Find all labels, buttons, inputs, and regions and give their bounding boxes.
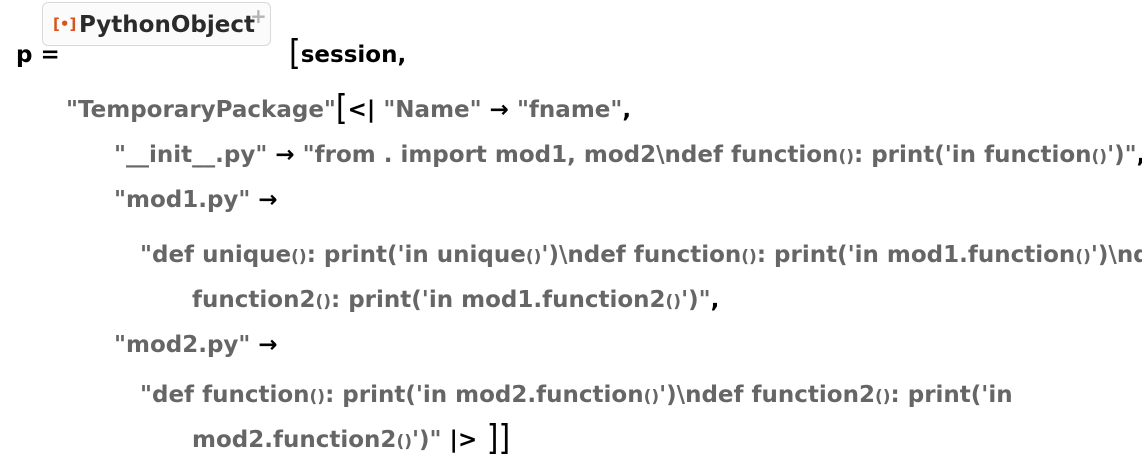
mod1-value: "def unique: [140, 242, 292, 268]
association-open: <|: [347, 97, 376, 123]
paren: (): [309, 387, 326, 407]
input-line-9: mod2.function2()')" |> ]]: [176, 395, 510, 456]
close-brackets: ]]: [477, 417, 511, 458]
mod2-value: : print('in: [890, 382, 1013, 408]
open-bracket: [: [289, 32, 301, 74]
comma: ,: [622, 97, 632, 123]
paren: (): [1091, 147, 1108, 167]
mod2-key: "mod2.py": [114, 332, 251, 358]
expand-plus-icon[interactable]: +: [250, 4, 267, 28]
paren: (): [525, 247, 542, 267]
session-arg: session,: [300, 42, 407, 68]
init-value: "from . import mod1, mod2\ndef function: [302, 142, 839, 168]
temporary-package-head: "TemporaryPackage": [66, 97, 336, 123]
paren: (): [838, 147, 854, 167]
paren: (): [1075, 247, 1091, 267]
assignment-lhs: p =: [16, 42, 68, 68]
mod2-value: ')\ndef function2: [659, 382, 875, 408]
python-object-icon: [•]: [53, 15, 77, 33]
init-key: "__init__.py": [114, 142, 268, 168]
input-line-5: "def unique(): print('in unique()')\ndef…: [124, 210, 1142, 268]
mod1-value-cont: : print('in mod1.function2: [331, 287, 666, 313]
paren: (): [315, 292, 332, 312]
paren: (): [665, 292, 682, 312]
mod2-value-cont: mod2.function2: [192, 427, 397, 453]
association-close: |>: [441, 427, 478, 453]
input-line-7: "mod2.py" →: [98, 300, 278, 358]
paren: (): [874, 387, 891, 407]
input-line-4: "mod1.py" →: [98, 155, 278, 213]
mod1-value: ')\ndef function: [541, 242, 742, 268]
mod1-value-cont: function2: [192, 287, 316, 313]
mod2-value: "def function: [140, 382, 310, 408]
mod1-value: ')\ndef: [1090, 242, 1142, 268]
mod2-value: : print('in mod2.function: [325, 382, 644, 408]
input-line-3: "__init__.py" → "from . import mod1, mod…: [98, 110, 1142, 168]
python-object-chip[interactable]: [•] PythonObject +: [42, 2, 271, 46]
init-value: : print('in function: [853, 142, 1092, 168]
mod1-key: "mod1.py": [114, 187, 251, 213]
comma: ,: [710, 287, 720, 313]
input-line-6: function2(): print('in mod1.function2()'…: [176, 255, 719, 313]
input-line-1: p =: [0, 10, 68, 68]
input-line-1-rest: [session,: [273, 10, 406, 71]
mod1-value: : print('in mod1.function: [756, 242, 1076, 268]
name-value: "fname": [516, 97, 623, 123]
rule-arrow: →: [250, 187, 278, 213]
input-line-8: "def function(): print('in mod2.function…: [124, 350, 1013, 408]
rule-arrow: →: [481, 97, 517, 123]
paren: (): [741, 247, 757, 267]
comma: ,: [1137, 142, 1142, 168]
paren: (): [643, 387, 660, 407]
open-bracket-2: [: [335, 87, 348, 129]
mod1-value: : print('in unique: [306, 242, 526, 268]
paren: (): [291, 247, 307, 267]
mod1-value-cont: ')": [681, 287, 711, 313]
rule-arrow: →: [250, 332, 278, 358]
name-key: "Name": [383, 97, 482, 123]
rule-arrow: →: [267, 142, 303, 168]
input-line-2: "TemporaryPackage"[<| "Name" → "fname",: [50, 65, 631, 126]
init-value: ')": [1107, 142, 1137, 168]
mod2-value-cont: ')": [411, 427, 442, 453]
paren: (): [396, 432, 412, 452]
python-object-label: PythonObject: [79, 12, 255, 38]
